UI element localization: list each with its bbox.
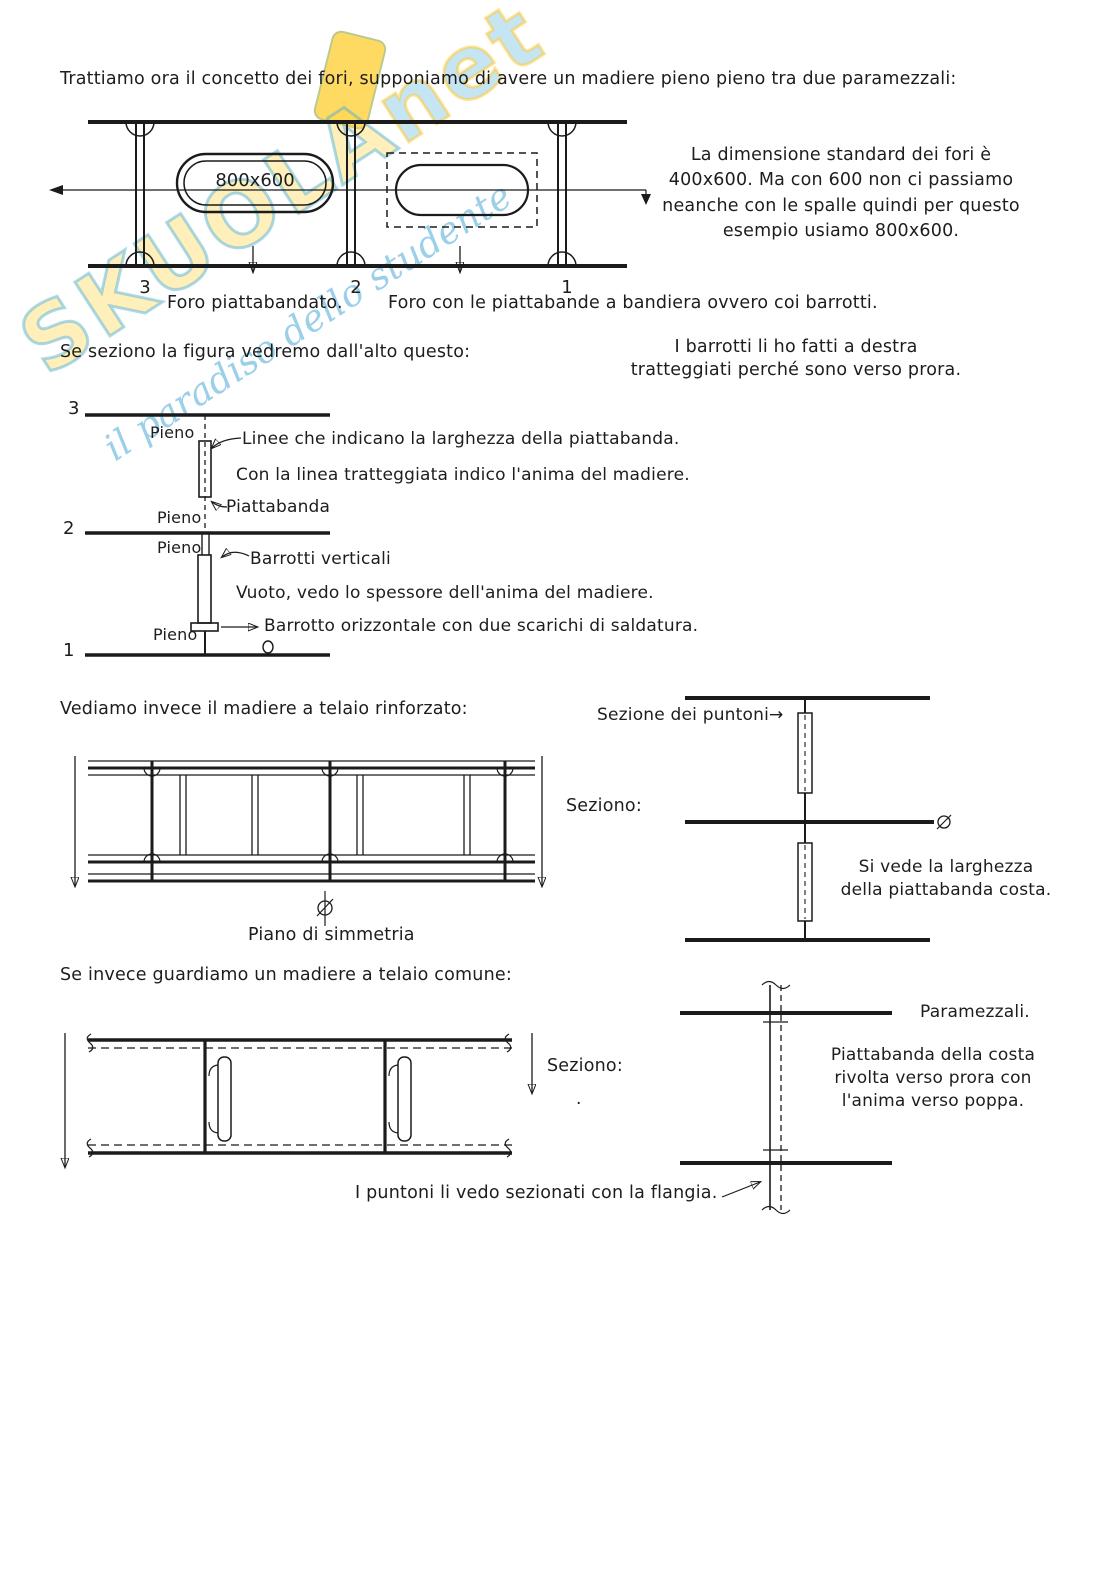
arrow-right-icon: → xyxy=(769,705,784,725)
note-piattabanda-costa: Piattabanda della costa rivolta verso pr… xyxy=(830,1045,1036,1111)
fig2-row-number-3: 3 xyxy=(68,398,80,419)
fig1-frame-number-2: 2 xyxy=(350,277,361,298)
ann-barrotti-verticali: Barrotti verticali xyxy=(250,549,391,569)
fig3-telaio-rinforzato-sezione-diagram xyxy=(685,696,952,942)
note-barrotti-prora: I barrotti li ho fatti a destra trattegg… xyxy=(630,337,962,381)
fig4-telaio-comune-sezione-diagram xyxy=(680,980,892,1215)
note-dimensione-fori: La dimensione standard dei fori è 400x60… xyxy=(662,145,1020,242)
pieno-label-3: Pieno xyxy=(157,538,202,557)
fig1-frame-number-3: 3 xyxy=(139,277,150,298)
label-seziono-rinforzato: Seziono: xyxy=(566,796,642,816)
ann-anima-tratteggiata: Con la linea tratteggiata indico l'anima… xyxy=(236,465,690,485)
pieno-label-2: Pieno xyxy=(157,508,202,527)
ann-larghezza-piattabanda: Linee che indicano la larghezza della pi… xyxy=(242,429,680,449)
fig3-left-linework xyxy=(75,756,542,926)
fig1-linework xyxy=(49,120,651,272)
fig3-right-linework xyxy=(685,696,952,942)
caption-foro-piattabandato: Foro piattabandato. xyxy=(167,293,343,313)
label-seziono-comune: Seziono: xyxy=(547,1056,623,1076)
fig2-vista-dall-alto-diagram xyxy=(85,413,330,657)
sezione-puntoni-text: Sezione dei puntoni xyxy=(597,705,770,725)
pieno-label-1: Pieno xyxy=(150,423,195,442)
caption-foro-bandiera: Foro con le piattabande a bandiera ovver… xyxy=(388,293,878,313)
fig4-telaio-comune-piano-diagram xyxy=(50,1033,555,1190)
fig4-left-linework xyxy=(65,1033,532,1167)
stray-dot: . xyxy=(576,1089,582,1109)
label-piano-di-simmetria: Piano di simmetria xyxy=(248,925,415,945)
note-larghezza-piattabanda-costa: Si vede la larghezza della piattabanda c… xyxy=(840,857,1052,900)
ann-vuoto-spessore: Vuoto, vedo lo spessore dell'anima del m… xyxy=(236,583,654,603)
fig4-right-linework xyxy=(680,980,892,1215)
fig2-row-number-1: 1 xyxy=(63,640,75,661)
fig1-hole-size-label: 800x600 xyxy=(215,170,294,191)
intro-fori-text: Trattiamo ora il concetto dei fori, supp… xyxy=(60,69,957,89)
caption-puntoni-flangia: I puntoni li vedo sezionati con la flang… xyxy=(355,1183,718,1203)
pieno-label-4: Pieno xyxy=(153,625,198,644)
fig2-linework xyxy=(85,413,330,657)
fig1-madiere-pieno-diagram: 800x600 3 2 1 xyxy=(49,120,651,298)
fig2-row-number-2: 2 xyxy=(63,518,75,539)
ann-piattabanda: Piattabanda xyxy=(226,497,331,517)
label-sezione-puntoni: Sezione dei puntoni→ xyxy=(597,704,783,727)
intro-telaio-rinforzato-text: Vediamo invece il madiere a telaio rinfo… xyxy=(60,699,468,719)
fig1-frame-number-1: 1 xyxy=(561,277,572,298)
label-paramezzali: Paramezzali. xyxy=(920,1002,1030,1022)
fig3-telaio-rinforzato-piano-diagram xyxy=(55,756,560,926)
intro-sezione-text: Se seziono la figura vedremo dall'alto q… xyxy=(60,342,471,362)
ann-barrotto-orizzontale: Barrotto orizzontale con due scarichi di… xyxy=(264,616,699,636)
intro-telaio-comune-text: Se invece guardiamo un madiere a telaio … xyxy=(60,965,512,985)
